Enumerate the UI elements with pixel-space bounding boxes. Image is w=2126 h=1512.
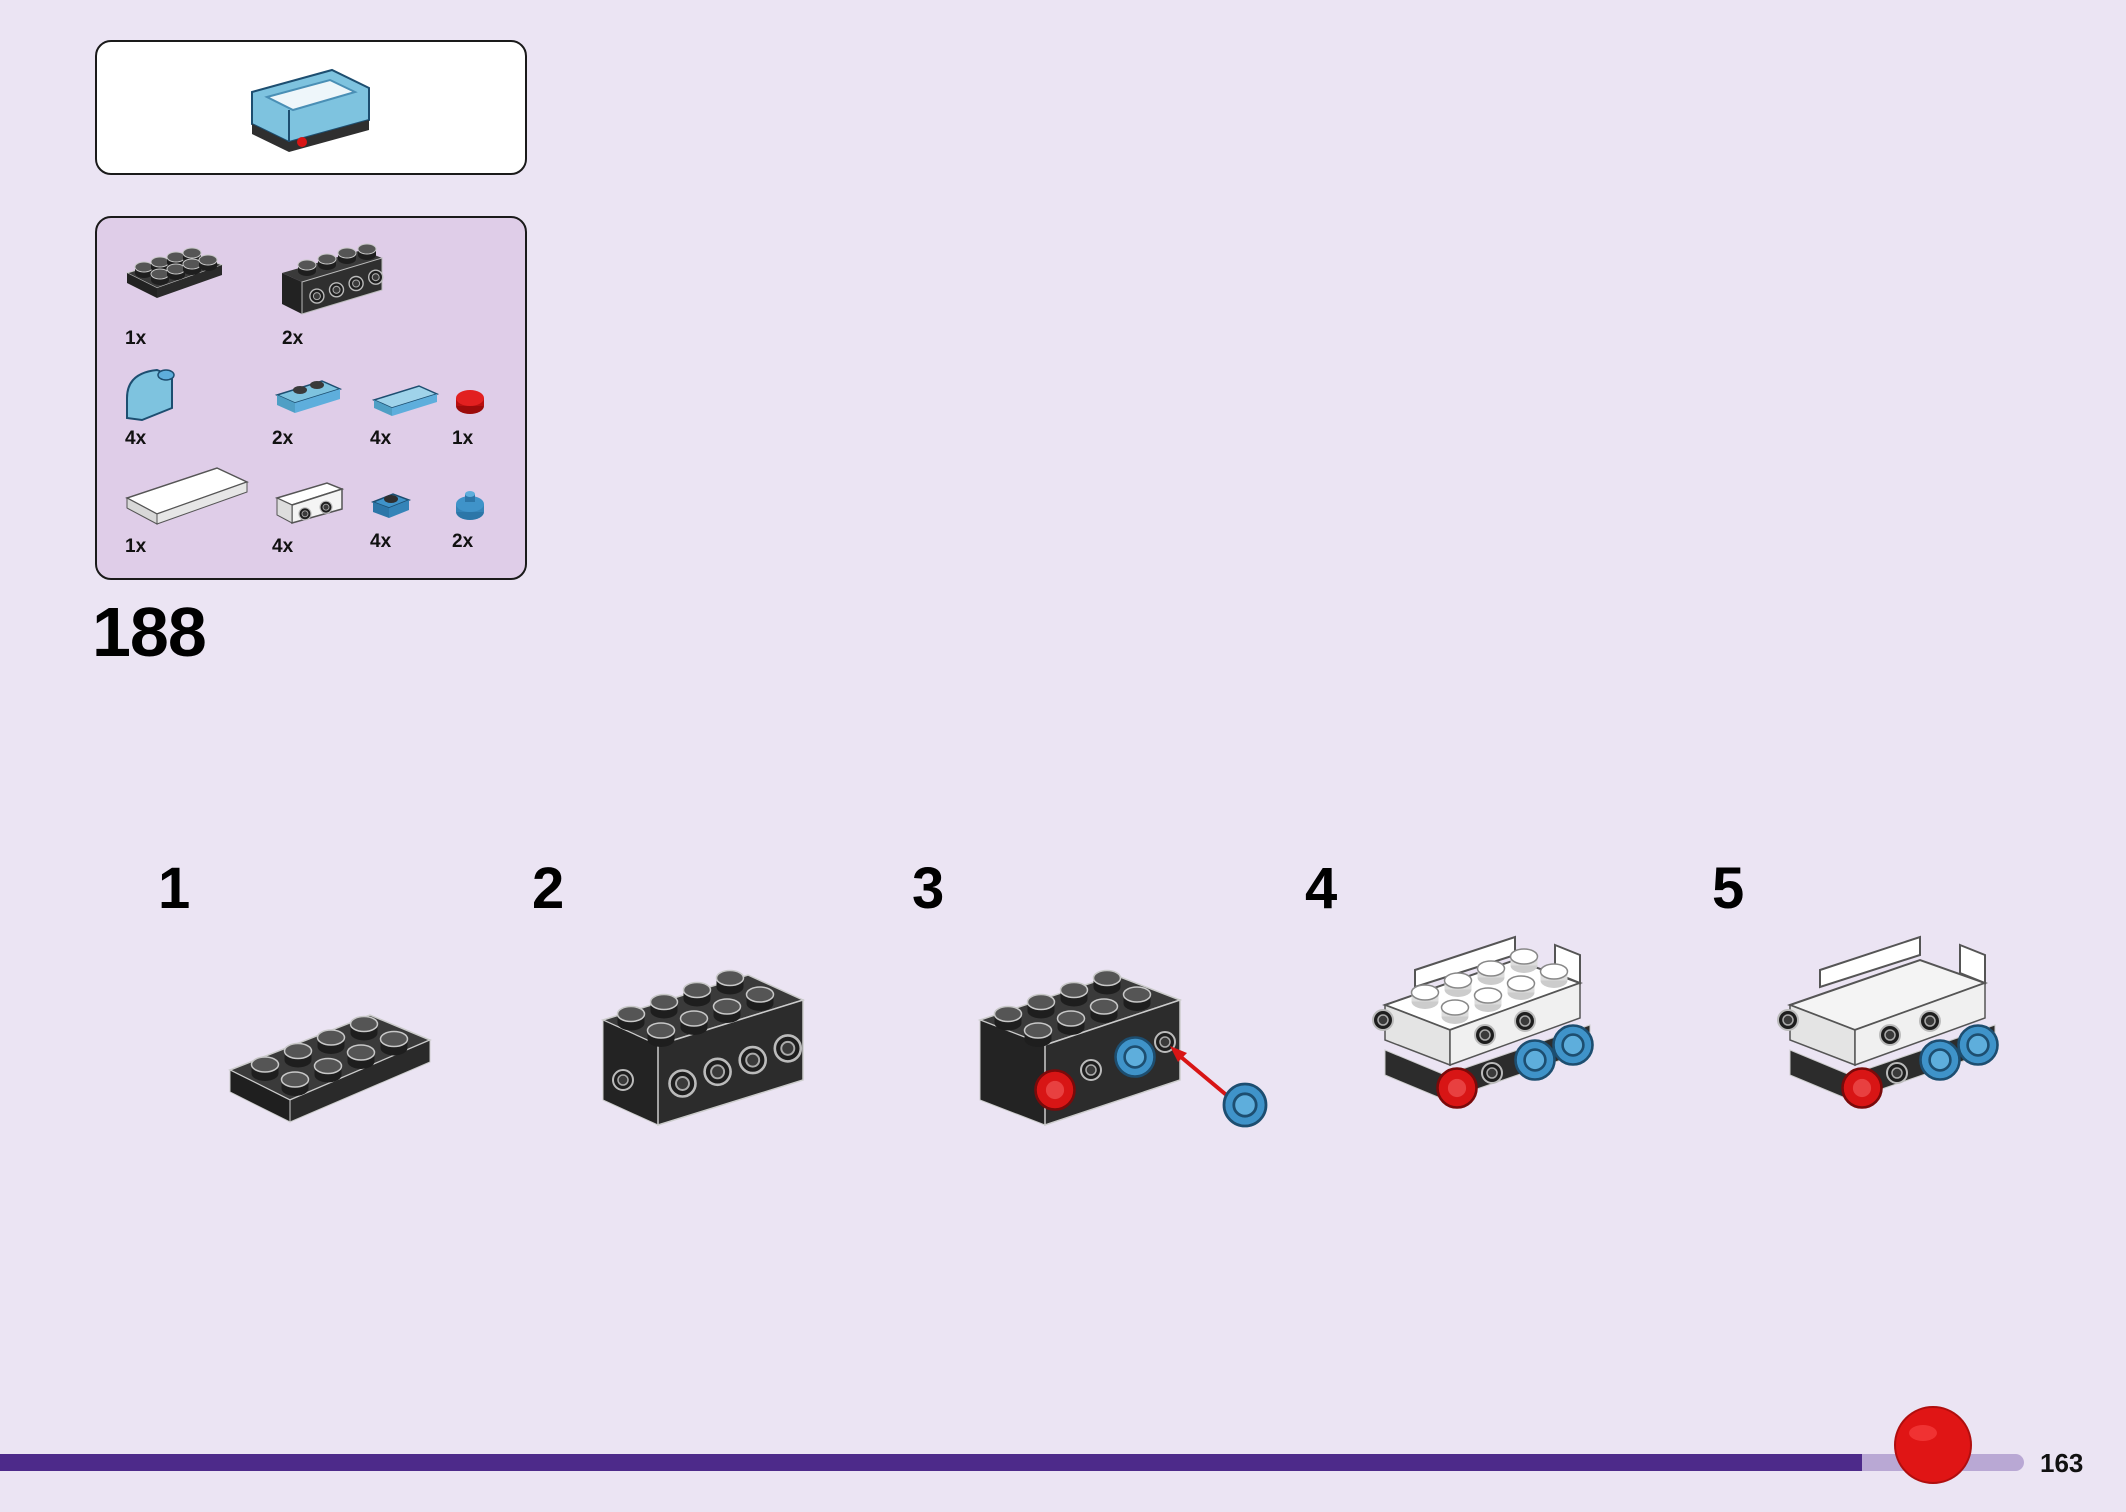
sub-step-number: 2 — [532, 856, 565, 921]
step-1-model — [228, 1014, 432, 1123]
step-3-model — [977, 969, 1268, 1128]
part-quantity: 2x — [452, 531, 474, 552]
dark-gray-plate-2x4-icon — [125, 247, 224, 298]
step-4-model — [1372, 935, 1594, 1109]
medium-blue-round-plate-icon — [456, 491, 484, 520]
progress-marker-icon — [1894, 1406, 1972, 1484]
light-blue-plate-1x2-icon — [274, 380, 343, 413]
white-tile-2x4-icon — [125, 467, 249, 525]
progress-bar-fill — [0, 1454, 1863, 1471]
part-quantity: 4x — [370, 531, 392, 552]
part-quantity: 1x — [452, 428, 474, 449]
step-2-model — [600, 969, 806, 1127]
part-quantity: 2x — [282, 328, 304, 349]
white-bracket-icon — [274, 482, 345, 524]
part-quantity: 1x — [125, 328, 147, 349]
light-blue-curved-slope-icon — [126, 368, 175, 422]
page-number: 163 — [2040, 1448, 2084, 1478]
parts-list-panel: 1x 2x 4x 2x 4x 1x 1x 4x — [95, 216, 527, 580]
submodel-preview-box — [95, 40, 527, 175]
sub-step-number: 5 — [1712, 856, 1745, 921]
sub-step-number: 4 — [1305, 856, 1338, 921]
red-round-tile-icon — [456, 390, 484, 414]
part-quantity: 4x — [125, 428, 147, 449]
light-blue-tile-1x2-icon — [371, 385, 440, 416]
sub-step-number: 3 — [912, 856, 945, 921]
medium-blue-plate-1x1-icon — [370, 493, 412, 518]
part-quantity: 2x — [272, 428, 294, 449]
dark-gray-brick-1x4-icon — [282, 243, 384, 315]
part-quantity: 4x — [370, 428, 392, 449]
sub-step-number: 1 — [158, 856, 191, 921]
main-step-number: 188 — [92, 593, 207, 671]
part-quantity: 1x — [125, 536, 147, 557]
part-quantity: 4x — [272, 536, 294, 557]
step-5-model — [1777, 935, 1999, 1109]
submodel-preview-icon — [251, 68, 370, 152]
